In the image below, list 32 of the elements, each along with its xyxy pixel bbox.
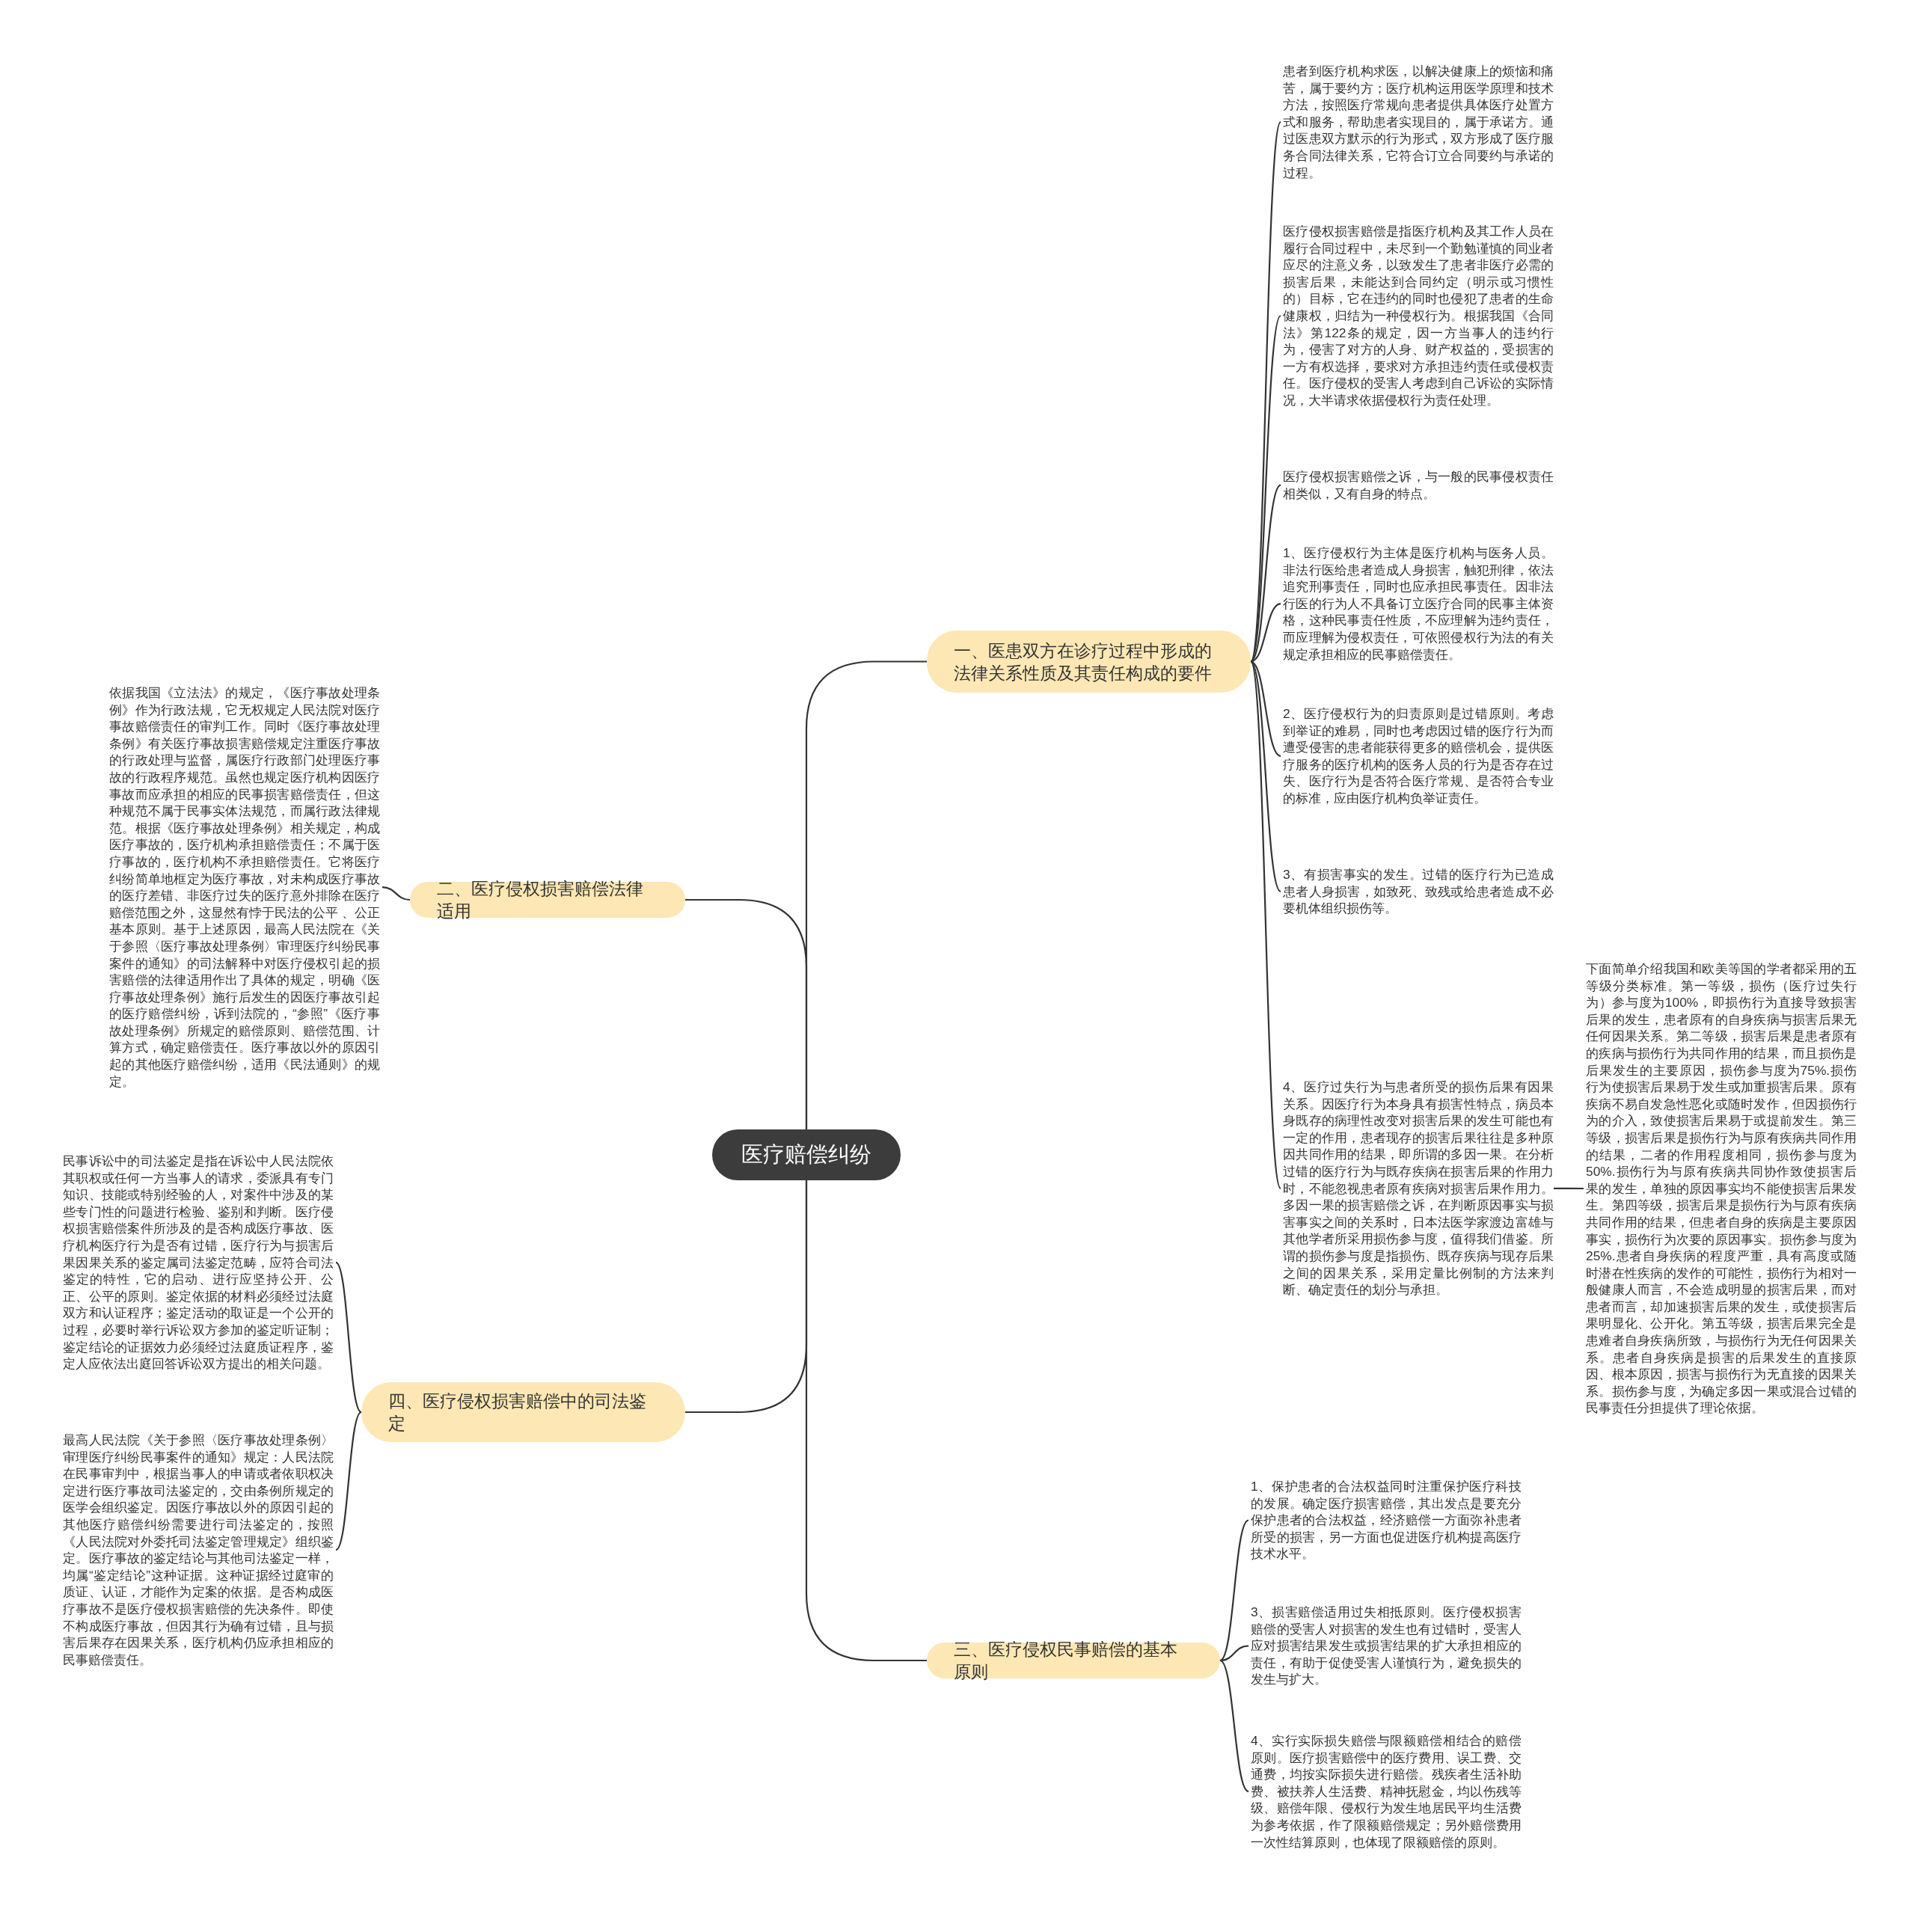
connector-line: [1250, 660, 1281, 892]
topic-box: 一、医患双方在诊疗过程中形成的法律关系性质及其责任构成的要件: [927, 631, 1251, 693]
central-topic-box: 医疗赔偿纠纷: [712, 1129, 901, 1180]
connector-line: [335, 1411, 362, 1551]
note-text: 患者到医疗机构求医，以解决健康上的烦恼和痛苦，属于要约方；医疗机构运用医学原理和技术方法，按照医疗常规向患者提供具体医疗处置方式和服务，帮助患者实现目的，属于承诺方。通过医患双方默示的行为形式，双方形成了医疗服务合同法律关系，它符合订立合同要约与承诺的过程。: [1283, 63, 1554, 182]
connector-line: [1249, 121, 1282, 662]
connector-line: [335, 1262, 362, 1413]
note-text: 最高人民法院《关于参照〈医疗事故处理条例〉审理医疗纠纷民事案件的通知》规定：人民法院在民事审判中，根据当事人的申请或者依职权决定进行医疗事故司法鉴定的，交由条例所规定的医学会组织鉴定。因医疗事故以外的原因引起的其他医疗赔偿纠纷需要进行司法鉴定的，按照《人民法院对外委托司法鉴定管理规定》组织鉴定。医疗事故的鉴定结论与其他司法鉴定一样，均属“鉴定结论”这种证据。这种证据经过庭审的质证、认证，才能作为定案的依据。是否构成医疗事故不是医疗侵权损害赔偿的先决条件。即使不构成医疗事故，但因其行为确有过错，且与损害后果存在因果关系，医疗机构仍应承担相应的民事赔偿责任。: [63, 1432, 334, 1669]
connector-line: [1219, 1660, 1249, 1792]
topic-box: 四、医疗侵权损害赔偿中的司法鉴定: [361, 1382, 685, 1442]
connector-line: [1219, 1519, 1249, 1661]
note-text: 3、有损害事实的发生。过错的医疗行为已造成患者人身损害，如致死、致残或给患者造成不必要机体组织损伤等。: [1283, 866, 1554, 917]
connector-line: [1250, 660, 1281, 757]
note-text: 4、医疗过失行为与患者所受的损伤后果有因果关系。因医疗行为本身具有损害性特点，病员本身既存的病理性改变对损害后果的发生可能也有一定的作用，患者现存的损害后果往往是多种原因共同作用的结果，即所谓的多因一果。在分析过错的医疗行为与既存疾病在损害后果的作用力时，不能忽视患者原有疾病对损害后果作用力。多因一果的损害赔偿之诉，在判断原因事实与损害事实之间的关系时，日本法医学家渡边富雄与其他学者所采用损伤参与度，值得我们借鉴。所谓的损伤参与度是指损伤、既存疾病与现存后果之间的因果关系，采用定量比例制的方法来判断、确定责任的划分与承担。: [1283, 1079, 1554, 1298]
note-text: 1、医疗侵权行为主体是医疗机构与医务人员。非法行医给患者造成人身损害，触犯刑律，依法追究刑事责任，同时也应承担民事责任。因非法行医的行为人不具备订立医疗合同的民事主体资格，这种民事责任性质，不应理解为违约责任，而应理解为侵权责任，可依照侵权行为法的有关规定承担相应的民事赔偿责任。: [1283, 545, 1554, 663]
connector-line: [1219, 1645, 1249, 1662]
note-text: 医疗侵权损害赔偿是指医疗机构及其工作人员在履行合同过程中，未尽到一个勤勉谨慎的同业者应尽的注意义务，以致发生了患者非医疗必需的损害后果，未能达到合同约定（明示或习惯性的）目标，它在违约的同时也侵犯了患者的生命健康权，归结为一种侵权行为。根据我国《合同法》第122条的规定，因一方当事人的违约行为，侵害了对方的人身、财产权益的，受损害的一方有权选择，要求对方承担违约责任或侵权责任。医疗侵权的受害人考虑到自己诉讼的实际情况，大半请求依据侵权行为责任处理。: [1283, 223, 1554, 409]
connector-line: [685, 898, 808, 1129]
note-text: 依据我国《立法法》的规定，《医疗事故处理条例》作为行政法规，它无权规定人民法院对医疗事故赔偿责任的审判工作。同时《医疗事故处理条例》有关医疗事故损害赔偿规定注重医疗事故的行政处理与监督，属医疗行政部门处理医疗事故的行政程序规范。虽然也规定医疗机构因医疗事故而应承担的相应的民事损害赔偿责任，但这种规范不属于民事实体法规范，而属行政法律规范。根据《医疗事故处理条例》相关规定，构成医疗事故的，医疗机构承担赔偿责任；不属于医疗事故的，医疗机构不承担赔偿责任。它将医疗纠纷简单地框定为医疗事故，对未构成医疗事故的医疗差错、非医疗过失的医疗意外排除在医疗赔偿范围之外，这显然有悖于民法的公平 、公正基本原则。基于上述原因，最高人民法院在《关于参照〈医疗事故处理条例〉审理医疗纠纷民事案件的通知》的司法解释中对医疗侵权引起的损害赔偿的法律适用作出了具体的规定，明确《医疗事故处理条例》施行后发生的因医疗事故引起的医疗赔偿纠纷，诉到法院的，“参照”《医疗事故处理条例》所规定的赔偿原则、赔偿范围、计算方式，确定赔偿责任。医疗事故以外的原因引起的其他医疗赔偿纠纷，适用《民法通则》的规定。: [109, 684, 380, 1091]
connector-line: [1250, 315, 1281, 662]
connector-line: [1249, 661, 1282, 1189]
note-text: 医疗侵权损害赔偿之诉，与一般的民事侵权责任相类似，又有自身的特点。: [1283, 468, 1554, 503]
note-text: 民事诉讼中的司法鉴定是指在诉讼中人民法院依其职权或任何一方当事人的请求，委派具有专门知识、技能或特别经验的人，对案件中涉及的某些专门性的问题进行检验、鉴别和判断。医疗侵权损害赔偿案件所涉及的是否构成医疗事故、医疗机构医疗行为是否有过错，医疗行为与损害后果因果关系的鉴定属司法鉴定范畴，应符合司法鉴定的特性，它的启动、进行应坚持公开、公正、公平的原则。鉴定依据的材料必须经过法庭双方和认证程序；鉴定活动的取证是一个公开的过程，必要时举行诉讼双方参加的鉴定听证制；鉴定结论的证据效力必须经过法庭质证程序，鉴定人应依法出庭回答诉讼双方提出的相关问题。: [63, 1153, 334, 1373]
note-text: 1、保护患者的合法权益同时注重保护医疗科技的发展。确定医疗损害赔偿，其出发点是要充分保护患者的合法权益，经济赔偿一方面弥补患者所受的损害，另一方面也促进医疗机构提高医疗技术水平。: [1251, 1478, 1522, 1563]
connector-line: [1554, 1187, 1584, 1190]
connector-line: [382, 886, 411, 901]
connector-line: [685, 1180, 808, 1414]
note-text: 2、医疗侵权行为的归责原则是过错原则。考虑到举证的难易，同时也考虑因过错的医疗行为而遭受侵害的患者能获得更多的赔偿机会，提供医疗服务的医疗机构的医务人员的行为是否存在过失、医疗行为是否符合医疗常规、是否符合专业的标准，应由医疗机构负举证责任。: [1283, 705, 1554, 807]
note-text: 下面简单介绍我国和欧美等国的学者都采用的五等级分类标准。第一等级，损伤（医疗过失行为）参与度为100%，即损伤行为直接导致损害后果的发生，患者原有的自身疾病与损害后果无任何因果关系。第二等级，损害后果是患者原有的疾病与损伤行为共同作用的结果，而且损伤是后果发生的主要原因，损伤参与度为75%.损伤行为使损害后果易于发生或加重损害后果。原有疾病不易自发急性恶化或随时发作，但因损伤行为的介入，致使损害后果易于或提前发生。第三等级，损害后果是损伤行为与原有疾病共同作用的结果，二者的作用程度相同，损伤参与度为50%.损伤行为与原有疾病共同协作致使损害后果的发生，单独的原因事实均不能使损害后果发生。第四等级，损害后果是损伤行为与原有疾病共同作用的结果，但患者自身的疾病是主要原因事实，损伤行为次要的原因事实。损伤参与度为25%.患者自身疾病的程度严重，具有高度或随时潜在性疾病的发作的可能性，损伤行为相对一般健康人而言，不会造成明显的损害后果，而对患者而言，却加速损害后果的发生，或使损害后果明显化、公开化。第五等级，损害后果完全是患难者自身疾病所致，与损伤行为无任何因果关系。患者自身疾病是损害的后果发生的直接原因、根本原因，损害与损伤行为无直接的因果关系。损伤参与度，为确定多因一果或混合过错的民事责任分担提供了理论依据。: [1586, 960, 1857, 1417]
note-text: 3、损害赔偿适用过失相抵原则。医疗侵权损害赔偿的受害人对损害的发生也有过错时，受害人应对损害结果发生或损害结果的扩大承担相应的责任，有助于促使受害人谨慎行为，避免损失的发生与扩大。: [1251, 1604, 1522, 1688]
note-text: 4、实行实际损失赔偿与限额赔偿相结合的赔偿原则。医疗损害赔偿中的医疗费用、误工费、交通费，均按实际损失进行赔偿。残疾者生活补助费、被扶养人生活费、精神抚慰金，均以伤残等级、赔偿年限、侵权行为发生地居民平均生活费为参考依据，作了限额赔偿规定；另外赔偿费用一次性结算原则，也体现了限额赔偿的原则。: [1251, 1732, 1522, 1851]
connector-line: [1250, 603, 1281, 663]
